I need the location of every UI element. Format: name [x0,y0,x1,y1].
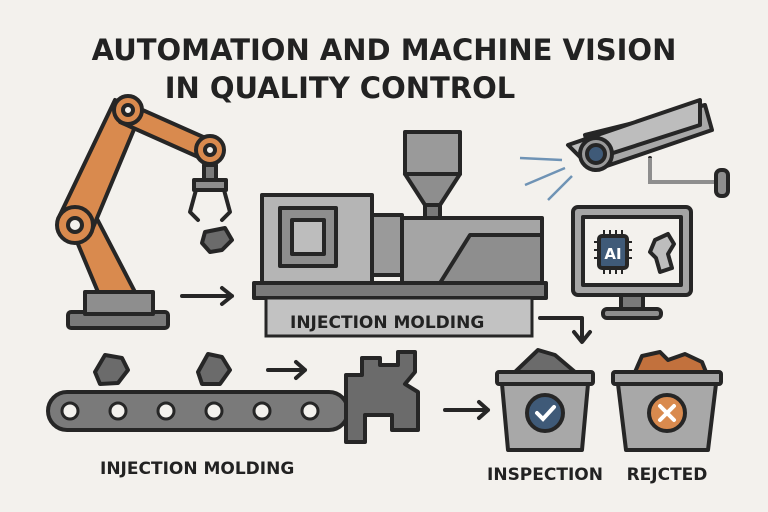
check-icon [535,405,556,422]
camera-icon [519,98,730,201]
arrow-icon [266,360,307,380]
monitor-icon [571,205,693,320]
title-line-1: AUTOMATION AND MACHINE VISION [92,33,677,67]
conveyor-belt [46,350,420,444]
inspection-label: INSPECTION [487,465,603,485]
rejected-bin [611,350,723,452]
machine-label: INJECTION MOLDING [290,313,484,333]
arrow-icon [180,286,234,306]
conveyor-label: INJECTION MOLDING [100,459,294,479]
arrow-icon [443,400,490,420]
title-line-2: IN QUALITY CONTROL [165,71,516,105]
rejected-label: REJCTED [627,465,708,485]
inspection-bin [495,348,595,452]
robot-arm-icon [55,94,234,330]
injection-molding-machine [252,130,548,338]
arrow-icon [538,316,592,344]
ai-chip-label: AI [604,245,621,263]
x-icon [658,404,676,422]
